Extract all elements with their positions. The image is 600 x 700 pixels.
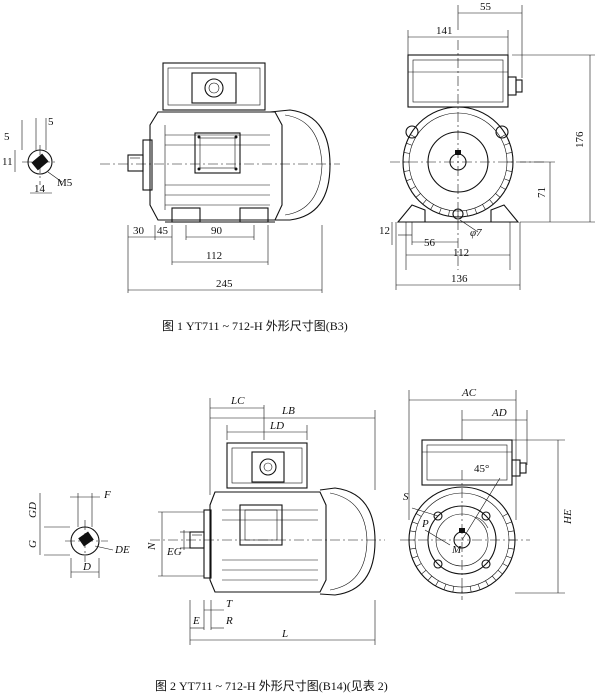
fin-tick: [485, 580, 489, 587]
fig2-label-EG: EG: [166, 546, 182, 558]
fin-tick: [469, 586, 472, 593]
fig2-shaft-GD: GD: [27, 502, 39, 518]
fin-tick: [427, 575, 433, 581]
fin-tick: [452, 586, 455, 593]
fig2-angle: 45°: [474, 463, 489, 475]
fin-tick: [506, 152, 513, 154]
fig2-label-M: M: [451, 544, 462, 556]
fig2-label-N: N: [146, 542, 158, 551]
fig2-label-AD: AD: [491, 407, 507, 419]
fig2-label-L: L: [281, 628, 288, 640]
fin-tick: [503, 142, 510, 146]
fin-tick: [443, 584, 447, 590]
fig2-shaft-G: G: [27, 540, 39, 548]
fig1-dim-45: 45: [157, 225, 169, 237]
fig2-label-HE: HE: [562, 509, 574, 525]
fin-tick: [489, 199, 494, 205]
fin-tick: [477, 584, 481, 590]
fin-tick: [409, 547, 416, 550]
fin-tick: [406, 178, 413, 182]
fig1-shaft-dim-b: 5: [4, 131, 10, 143]
fin-tick: [502, 563, 509, 567]
fin-tick: [497, 569, 503, 575]
fin-tick: [448, 210, 450, 217]
fin-tick: [508, 547, 515, 550]
fin-tick: [415, 563, 422, 567]
fin-tick: [412, 521, 418, 525]
fig1-side-view: [100, 62, 340, 293]
fin-tick: [435, 580, 439, 587]
fig2-shaft-DE: DE: [114, 544, 130, 556]
fin-tick: [482, 204, 486, 210]
fin-tick: [491, 575, 497, 581]
fig1-dim-176: 176: [574, 131, 586, 148]
fig2-side-view: [150, 398, 385, 645]
fig1-dim-90: 90: [211, 225, 223, 237]
fin-tick: [500, 186, 506, 190]
fin-tick: [495, 193, 501, 198]
fig1-dim-112: 112: [206, 250, 222, 262]
fin-tick: [474, 207, 478, 214]
fig1-shaft-dim-d: 14: [34, 183, 46, 195]
fin-tick: [410, 186, 416, 190]
fig1-shaft-dim-c: 11: [2, 156, 13, 168]
fig1-end-fins: [403, 134, 513, 217]
fig1-shaft-thread: M5: [57, 177, 73, 189]
fig2-label-P: P: [421, 518, 429, 530]
fig1-dim-136: 136: [451, 273, 468, 285]
fin-tick: [403, 170, 410, 172]
fin-tick: [421, 569, 427, 575]
fin-tick: [406, 142, 413, 146]
fig1-shaft-section: [14, 118, 63, 194]
fig1-dim-56: 56: [424, 237, 436, 249]
fin-tick: [415, 513, 422, 517]
fin-tick: [506, 170, 513, 172]
fig2-shaft-D: D: [82, 561, 91, 573]
fin-tick: [409, 530, 416, 533]
fig2-label-LD: LD: [269, 420, 284, 432]
fin-tick: [412, 555, 418, 559]
fin-tick: [438, 207, 442, 214]
fig2-label-AC: AC: [461, 387, 477, 399]
fin-tick: [430, 204, 434, 210]
fin-tick: [422, 199, 427, 205]
fig1-end-view: [390, 5, 595, 290]
fig1-dim-112b: 112: [453, 247, 469, 259]
fin-tick: [506, 521, 512, 525]
fig1-dim-71: 71: [536, 187, 548, 198]
fig1-dim-30: 30: [133, 225, 145, 237]
fig2-label-LB: LB: [281, 405, 295, 417]
fin-tick: [466, 210, 468, 217]
fin-tick: [503, 178, 510, 182]
fin-tick: [508, 530, 515, 533]
fig1-shaft-dim-a: 5: [48, 116, 54, 128]
fig2-end-view: [400, 390, 565, 600]
figure2-caption: 图 2 YT711 ~ 712-H 外形尺寸图(B14)(见表 2): [155, 679, 388, 693]
fig2-label-S: S: [403, 491, 409, 503]
fig1-dim-141: 141: [436, 25, 453, 37]
fig1-dim-245: 245: [216, 278, 233, 290]
fig2-label-LC: LC: [230, 395, 245, 407]
fin-tick: [502, 513, 509, 517]
fin-tick: [500, 134, 506, 138]
fig2-label-T: T: [226, 598, 233, 610]
fin-tick: [415, 193, 421, 198]
fin-tick: [403, 152, 410, 154]
fig2-label-E: E: [192, 615, 200, 627]
figure1-caption: 图 1 YT711 ~ 712-H 外形尺寸图(B3): [162, 319, 348, 333]
fin-tick: [506, 555, 512, 559]
fig1-hole-dia: φ7: [470, 227, 482, 239]
fig1-dim-55: 55: [480, 1, 492, 13]
fig1-dim-12: 12: [379, 225, 390, 237]
fig2-shaft-section: [39, 493, 114, 578]
fig2-shaft-F: F: [103, 489, 111, 501]
fig2-label-R: R: [225, 615, 233, 627]
